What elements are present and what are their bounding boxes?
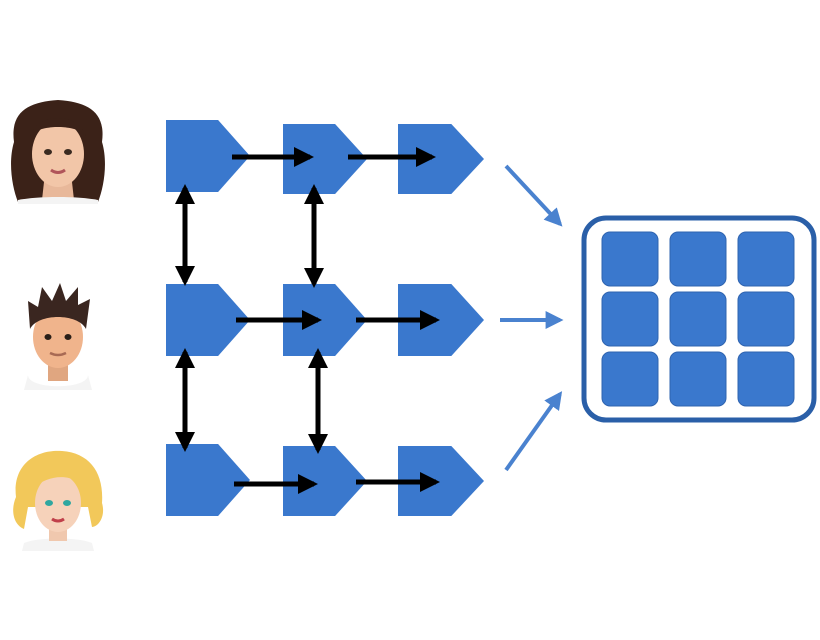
grid-cell bbox=[601, 351, 659, 407]
pentagon-arrow-icon bbox=[283, 284, 367, 356]
pentagon-arrow-icon bbox=[283, 446, 367, 516]
pipeline-nodes bbox=[166, 120, 484, 516]
blue-arrow-icon bbox=[504, 164, 563, 227]
pentagon-arrow-icon bbox=[166, 120, 250, 192]
grid-cell bbox=[601, 291, 659, 347]
incoming-arrows bbox=[500, 164, 564, 472]
pentagon-arrow-icon bbox=[398, 446, 484, 516]
grid-cell bbox=[737, 231, 795, 287]
grid-cell bbox=[601, 231, 659, 287]
pentagon-arrow-icon bbox=[398, 124, 484, 194]
man-spiky-dark-hair-avatar-icon bbox=[24, 283, 92, 390]
woman-blonde-hair-avatar-icon bbox=[13, 450, 104, 551]
pentagon-arrow-icon bbox=[166, 444, 250, 516]
vertical-links bbox=[175, 184, 328, 454]
grid-cell bbox=[669, 291, 727, 347]
pentagon-arrow-icon bbox=[166, 284, 250, 356]
grid-table-icon bbox=[581, 215, 817, 423]
grid-cell bbox=[669, 351, 727, 407]
grid-cells bbox=[601, 231, 795, 407]
pentagon-arrow-icon bbox=[283, 124, 367, 194]
pentagon-arrow-icon bbox=[398, 284, 484, 356]
woman-curly-dark-hair-avatar-icon bbox=[11, 100, 105, 204]
grid-cell bbox=[669, 231, 727, 287]
grid-cell bbox=[737, 351, 795, 407]
grid-cell bbox=[737, 291, 795, 347]
horizontal-links bbox=[232, 147, 440, 494]
blue-arrow-icon bbox=[504, 391, 563, 472]
